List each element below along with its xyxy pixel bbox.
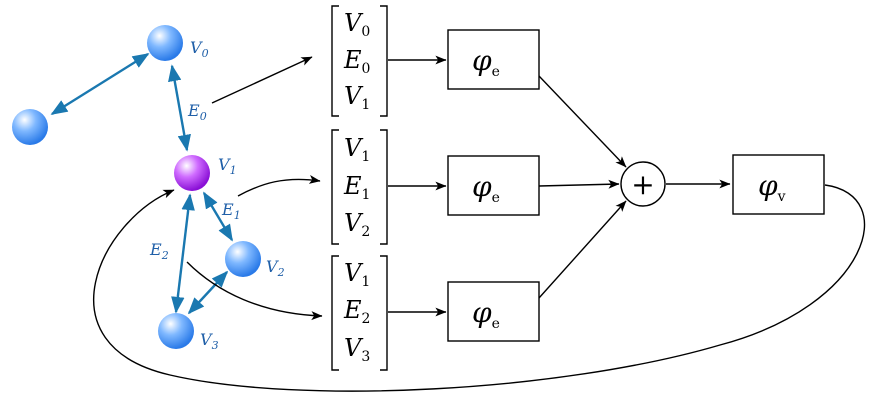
vector-2-row-1: V1 bbox=[344, 134, 370, 165]
vector-3-right-bracket bbox=[380, 255, 388, 371]
edge-function-boxes: φe φe φe bbox=[447, 29, 540, 342]
edge-e0 bbox=[168, 64, 191, 152]
vector-to-phi-arrows bbox=[388, 55, 447, 317]
edge-label-e0: E0 bbox=[187, 101, 207, 123]
vector-3: V1 E2 V3 bbox=[331, 255, 388, 371]
graph-nodes bbox=[12, 25, 261, 349]
arrow-phi-1-sum bbox=[538, 75, 627, 168]
node-function-label: φv bbox=[758, 169, 786, 205]
node-v0 bbox=[147, 25, 183, 61]
feedback-arrow bbox=[93, 184, 866, 392]
arrow-to-vector-3 bbox=[186, 261, 323, 321]
edge-label-e2: E2 bbox=[149, 240, 169, 262]
edge-vleft-v0 bbox=[50, 52, 150, 116]
edge-e2 bbox=[171, 193, 195, 314]
node-label-v2: V2 bbox=[266, 257, 285, 279]
arrow-to-vector-1 bbox=[211, 56, 313, 104]
graph-edges bbox=[50, 52, 234, 315]
node-function-box bbox=[732, 154, 825, 215]
phi-to-aggregator-arrows bbox=[538, 75, 627, 299]
edge-function-label-1: φe bbox=[472, 44, 500, 80]
node-vleft bbox=[12, 109, 48, 145]
vector-1-row-3: V1 bbox=[344, 82, 370, 113]
vector-2-row-2: E1 bbox=[343, 172, 370, 203]
vector-3-row-1: V1 bbox=[344, 259, 370, 290]
aggregator-symbol: + bbox=[631, 168, 654, 201]
vector-1-row-2: E0 bbox=[343, 46, 370, 77]
node-v1 bbox=[174, 155, 210, 191]
input-arrows bbox=[186, 56, 323, 321]
node-label-v0: V0 bbox=[190, 38, 209, 60]
graph-labels: V0 V1 V2 V3 E0 E1 E2 bbox=[149, 38, 285, 352]
arrow-phi-2-sum bbox=[538, 179, 620, 189]
edge-function-label-3: φe bbox=[472, 296, 500, 332]
arrow-to-vector-2 bbox=[237, 175, 321, 197]
vector-1-left-bracket bbox=[331, 5, 339, 117]
edge-label-e1: E1 bbox=[221, 200, 241, 222]
edge-function-box-3 bbox=[447, 281, 540, 342]
edge-function-box-2 bbox=[447, 155, 540, 216]
vector-2-right-bracket bbox=[380, 129, 388, 245]
vector-1: V0 E0 V1 bbox=[331, 5, 388, 117]
vector-2: V1 E1 V2 bbox=[331, 129, 388, 245]
node-v2 bbox=[225, 241, 261, 277]
node-label-v1: V1 bbox=[218, 155, 237, 177]
edge-v2-v3 bbox=[187, 270, 229, 315]
aggregator: + bbox=[620, 161, 666, 207]
vector-3-left-bracket bbox=[331, 255, 339, 371]
node-function: φv bbox=[732, 154, 825, 215]
vector-1-right-bracket bbox=[380, 5, 388, 117]
edge-e1 bbox=[202, 191, 234, 242]
vector-3-row-3: V3 bbox=[344, 334, 370, 365]
vector-1-row-1: V0 bbox=[344, 9, 370, 40]
aggregator-circle bbox=[620, 161, 666, 207]
vector-2-left-bracket bbox=[331, 129, 339, 245]
vector-2-row-3: V2 bbox=[344, 209, 370, 240]
node-label-v3: V3 bbox=[200, 330, 219, 352]
node-v3 bbox=[158, 313, 194, 349]
vector-3-row-2: E2 bbox=[343, 296, 370, 327]
arrow-phi-3-sum bbox=[538, 200, 627, 299]
edge-function-label-2: φe bbox=[472, 170, 500, 206]
edge-function-box-1 bbox=[447, 29, 540, 90]
